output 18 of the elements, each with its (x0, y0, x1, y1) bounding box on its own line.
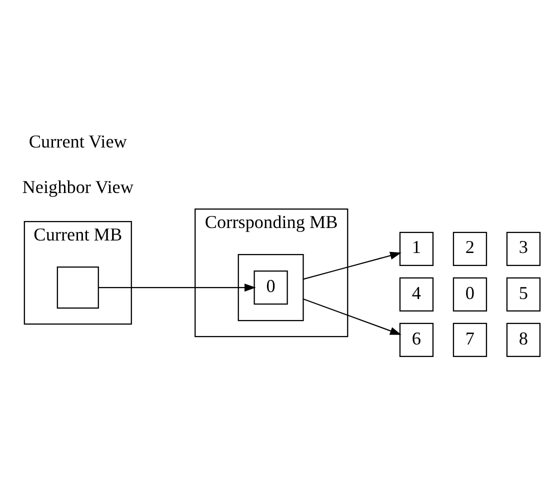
node-box: 0 (452, 276, 488, 311)
label: Current View (28, 130, 127, 151)
node-box: 4 (399, 276, 434, 311)
node-box: 0 (254, 270, 288, 304)
label: Neighbor View (22, 176, 134, 196)
arrow (303, 298, 402, 334)
node-box: 8 (506, 322, 541, 357)
arrow (303, 251, 402, 280)
cluster (238, 254, 304, 321)
node-box: 6 (399, 322, 434, 357)
node-box (56, 266, 99, 308)
arrow (98, 283, 256, 292)
node-box: 5 (506, 276, 541, 311)
node-box: 7 (452, 322, 488, 357)
cluster: Current MB (24, 220, 132, 324)
node-box: 1 (399, 231, 434, 266)
node-box: 3 (506, 231, 541, 266)
node-box: 2 (452, 231, 488, 266)
